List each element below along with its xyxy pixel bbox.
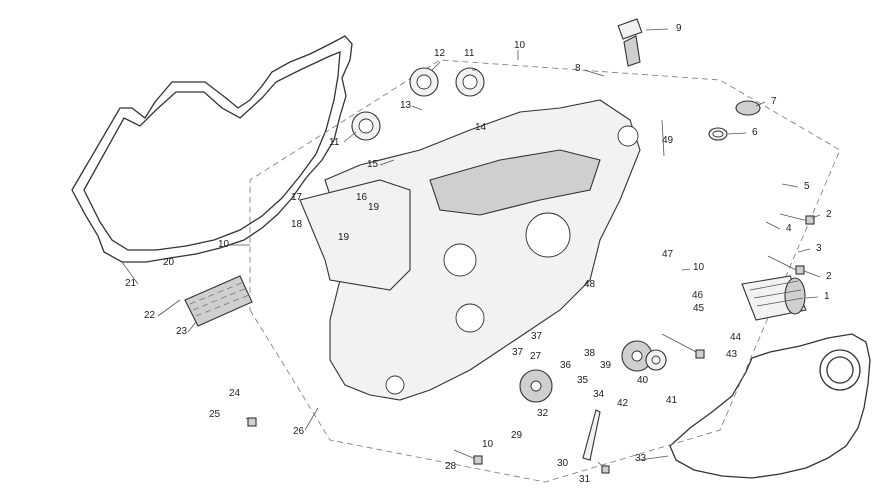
callout-27: 27	[530, 351, 542, 362]
callout-21: 21	[125, 278, 137, 289]
right-cover-gasket	[669, 333, 871, 479]
callout-43: 43	[726, 349, 738, 360]
callout-42: 42	[617, 398, 629, 409]
right-cover-gasket-ring	[819, 349, 861, 391]
callout-49: 49	[662, 135, 674, 146]
callout-13: 13	[400, 100, 412, 111]
callout-35: 35	[577, 375, 589, 386]
assembly-outline	[249, 59, 841, 483]
callout-10: 10	[218, 239, 230, 250]
callout-32: 32	[537, 408, 549, 419]
callout-34: 34	[593, 389, 605, 400]
left-cover-gasket	[71, 35, 353, 263]
callout-24: 24	[229, 388, 241, 399]
callout-5: 5	[804, 181, 810, 192]
bolts	[245, 213, 815, 474]
callout-33: 33	[635, 453, 647, 464]
bearing-plate	[299, 179, 411, 291]
callout-30: 30	[557, 458, 569, 469]
bearing-11-upper	[455, 67, 485, 97]
bearing-11-left	[351, 111, 381, 141]
oil-strainer	[184, 275, 253, 327]
callout-11: 11	[464, 48, 475, 59]
callout-28: 28	[445, 461, 457, 472]
crankcase-bore-main	[525, 212, 571, 258]
callout-20: 20	[163, 257, 175, 268]
callout-41: 41	[666, 395, 678, 406]
callout-11: 11	[329, 137, 340, 148]
callout-23: 23	[176, 326, 188, 337]
gear-39	[621, 340, 653, 372]
callout-37: 37	[512, 347, 524, 358]
crankcase-bore-upper	[617, 125, 639, 147]
gear-40	[645, 349, 667, 371]
callout-16: 16	[356, 192, 368, 203]
callout-6: 6	[752, 127, 758, 138]
callout-18: 18	[291, 219, 303, 230]
right-cover-gasket-ring-inner	[826, 356, 854, 384]
left-cover-gasket-inner	[83, 51, 341, 251]
filler-cap	[735, 100, 761, 116]
crankcase-bore-small	[443, 243, 477, 277]
callout-19: 19	[338, 232, 350, 243]
chain-guide	[582, 409, 601, 461]
callout-8: 8	[575, 63, 581, 74]
callout-46: 46	[692, 290, 704, 301]
callout-44: 44	[730, 332, 742, 343]
crankcase-bore-lower	[455, 303, 485, 333]
crankcase-rib	[429, 149, 601, 216]
callout-47: 47	[662, 249, 674, 260]
callout-36: 36	[560, 360, 572, 371]
gear-32	[519, 369, 553, 403]
callout-40: 40	[637, 375, 649, 386]
callout-12: 12	[434, 48, 446, 59]
callout-39: 39	[600, 360, 612, 371]
callout-29: 29	[511, 430, 523, 441]
callout-10: 10	[482, 439, 494, 450]
callout-9: 9	[676, 23, 682, 34]
oil-filter	[741, 275, 807, 321]
callout-26: 26	[293, 426, 305, 437]
callout-7: 7	[771, 96, 777, 107]
callout-48: 48	[584, 279, 596, 290]
callout-2: 2	[826, 271, 832, 282]
plug-9	[617, 18, 643, 67]
callout-22: 22	[144, 310, 156, 321]
callout-2: 2	[826, 209, 832, 220]
leader-lines	[121, 28, 821, 461]
callout-14: 14	[475, 122, 487, 133]
callout-38: 38	[584, 348, 596, 359]
bearing-12	[409, 67, 439, 97]
callout-labels: 1 2 2 3 4 5 6 7 8 9 10 10 10 10 11 11 12…	[125, 23, 832, 485]
callout-15: 15	[367, 159, 379, 170]
callout-10: 10	[693, 262, 705, 273]
callout-37: 37	[531, 331, 543, 342]
callout-4: 4	[786, 223, 792, 234]
callout-19: 19	[368, 202, 380, 213]
callout-3: 3	[816, 243, 822, 254]
callout-10: 10	[514, 40, 526, 51]
callout-1: 1	[824, 291, 830, 302]
callout-17: 17	[291, 192, 303, 203]
callout-45: 45	[693, 303, 705, 314]
crankcase-bore-left	[385, 375, 405, 395]
washer-6	[708, 127, 728, 141]
callout-31: 31	[579, 474, 591, 485]
callout-25: 25	[209, 409, 221, 420]
